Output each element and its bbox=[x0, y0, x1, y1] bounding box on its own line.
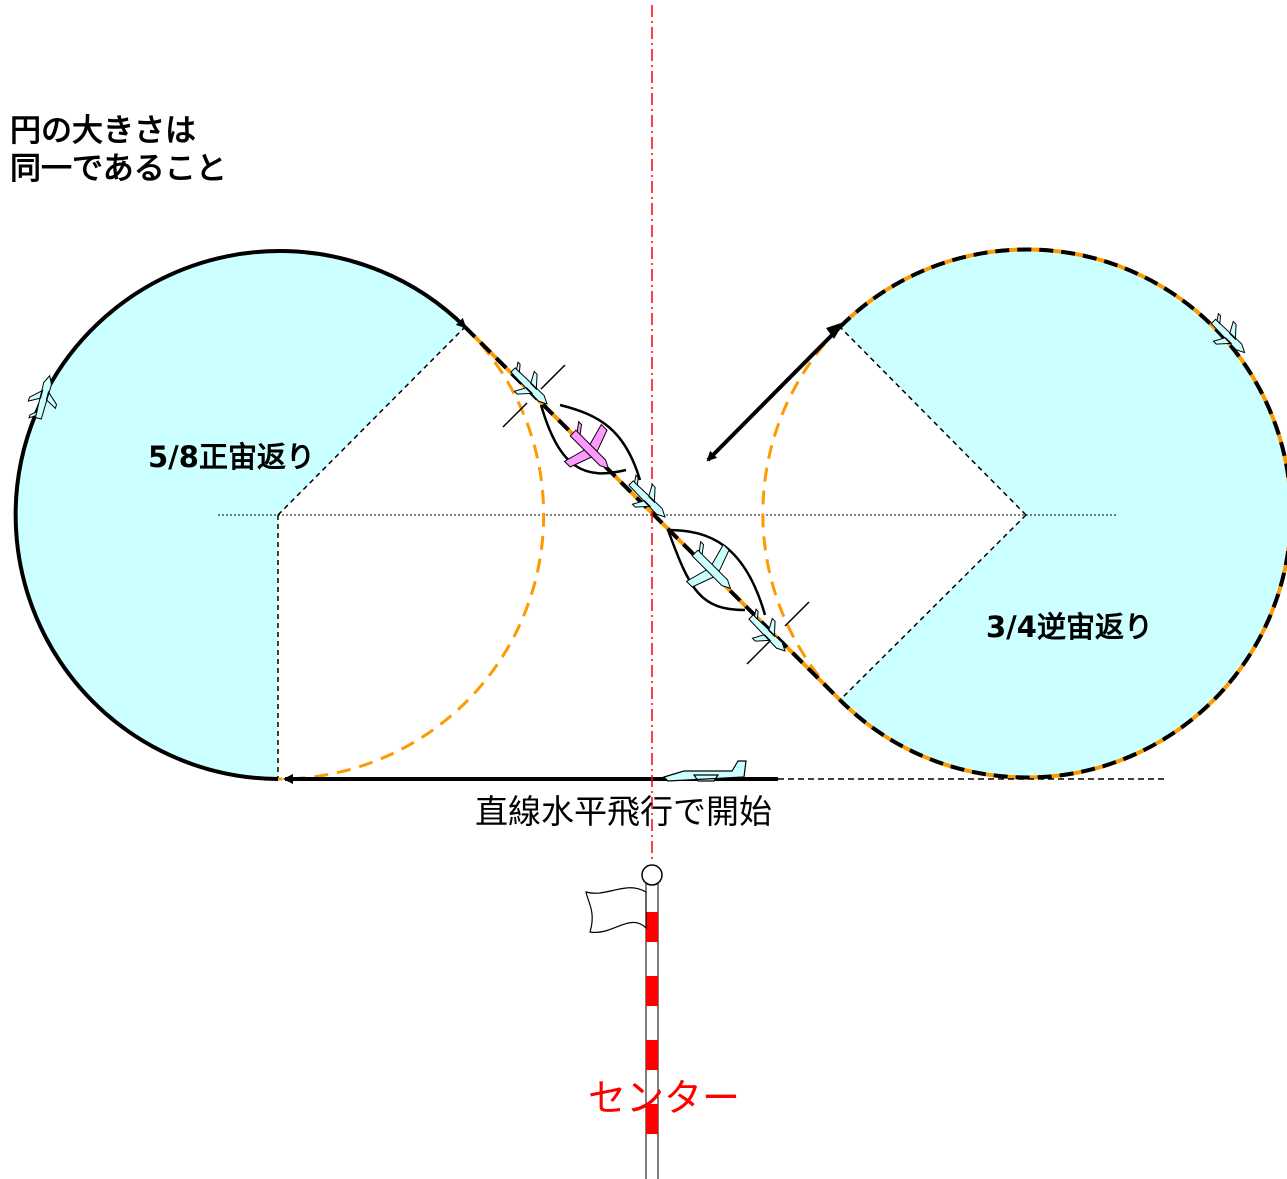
left-loop-fill bbox=[15, 251, 465, 779]
roll-envelope-upper-a bbox=[539, 404, 627, 475]
left-orange-guide-arc bbox=[277, 325, 546, 781]
right-loop-path bbox=[838, 247, 1287, 780]
airplane-icon bbox=[27, 374, 58, 420]
right-orange-guide-arc bbox=[761, 325, 842, 702]
right-loop-fill bbox=[840, 249, 1287, 778]
size-note-line1: 円の大きさは bbox=[10, 113, 196, 149]
right-maneuver-label: 3/4逆宙返り bbox=[986, 610, 1153, 644]
start-label: 直線水平飛行で開始 bbox=[475, 792, 772, 831]
roll-envelope-upper-b bbox=[559, 403, 642, 481]
roll-tick-upper-1 bbox=[502, 402, 528, 428]
airplane-icon bbox=[563, 420, 610, 470]
size-note-line2: 同一であること bbox=[10, 151, 227, 187]
entry-arrow bbox=[706, 325, 842, 462]
flag-icon bbox=[585, 887, 647, 933]
airplane-icon bbox=[662, 760, 747, 782]
airplane-icon bbox=[748, 608, 786, 652]
right-radius-upper bbox=[839, 326, 1027, 516]
center-label: センター bbox=[588, 1076, 741, 1120]
roll-envelope-lower-a bbox=[666, 529, 746, 612]
left-maneuver-label: 5/8正宙返り bbox=[148, 440, 315, 474]
center-pole-icon bbox=[641, 864, 663, 1179]
roll-tick-upper-2 bbox=[540, 364, 566, 390]
left-radius-upper bbox=[277, 326, 466, 516]
airplane-icon bbox=[1210, 312, 1246, 354]
entry-arrowhead-top bbox=[826, 322, 844, 339]
roll-tick-lower-1 bbox=[746, 639, 772, 665]
right-radius-lower bbox=[839, 514, 1027, 701]
size-note: 円の大きさは 同一であること bbox=[10, 112, 227, 188]
airplane-icon bbox=[510, 361, 548, 405]
airplane-icon bbox=[628, 474, 666, 518]
airplane-icon bbox=[685, 540, 732, 590]
roll-tick-lower-2 bbox=[784, 601, 810, 627]
